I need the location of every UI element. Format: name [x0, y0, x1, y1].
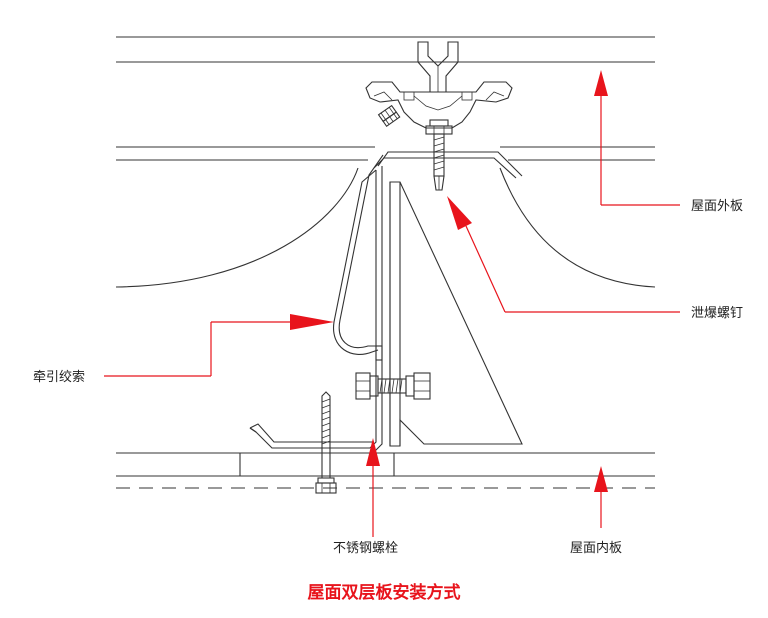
label-inner-panel: 屋面内板 — [570, 540, 622, 556]
clip-bolt — [377, 104, 401, 127]
label-blast-screw: 泄爆螺钉 — [691, 306, 743, 321]
callout-inner-panel — [594, 466, 608, 528]
outer-panel-lines — [116, 36, 655, 161]
inner-panel-lines — [116, 452, 655, 489]
triangle-support — [389, 181, 523, 447]
inner-screw — [315, 391, 337, 494]
bracket-and-cable — [333, 151, 523, 453]
diagram-title: 屋面双层板安装方式 — [308, 582, 461, 603]
label-bolt: 不锈钢螺栓 — [333, 541, 398, 556]
callout-traction-cable — [104, 314, 334, 377]
callout-blast-screw — [447, 196, 680, 313]
panel-profile-curve — [115, 167, 656, 288]
label-traction-cable: 牵引绞索 — [33, 369, 85, 385]
inner-bracket — [249, 423, 374, 449]
stainless-bolt — [355, 372, 431, 400]
callout-bolt — [366, 438, 380, 537]
roof-clip — [365, 41, 513, 129]
blast-screw — [425, 119, 453, 191]
label-outer-panel: 屋面外板 — [691, 199, 743, 214]
callout-outer-panel — [594, 70, 680, 206]
